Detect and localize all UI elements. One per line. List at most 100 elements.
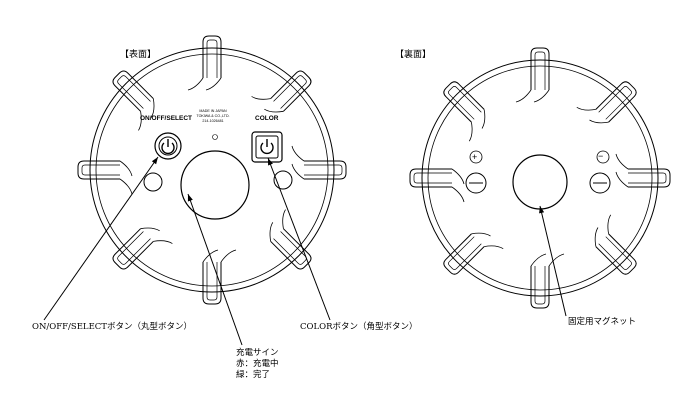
square-button-inner [255,135,279,159]
charge-led [143,172,163,192]
hook-inner [448,86,482,120]
round-button [154,132,182,160]
screw-head [465,172,487,194]
hook-inner [81,164,120,176]
inner-rim [95,53,329,287]
hook-clip [291,145,347,180]
hook-clip [202,249,237,305]
hook-clip [251,70,312,113]
hook-tongue [138,98,155,131]
hook-clip [77,160,133,195]
back-device [409,47,671,309]
hook-outline [270,228,312,270]
leader-lines [43,156,567,346]
hook-clip [443,81,486,142]
hook-clip [443,232,504,275]
power-icon [260,142,274,155]
charge-leader [187,193,243,346]
power-icon [161,142,175,155]
hook-outline [77,160,120,180]
maker-line: MADE IN JAPAN [199,109,227,113]
hook-outline [202,262,222,305]
hook-clip [112,70,155,131]
hook-tongue [471,232,504,250]
outer-rim [89,47,335,293]
hook-tongue [269,209,286,242]
charge-sign-green: 緑：完了 [236,370,271,380]
onoff-panel-label: ON/OFF/SELECT [140,115,192,122]
square-button [251,131,283,163]
hook-tongue [515,89,550,103]
recycle-mark [212,134,218,140]
hook-outline [304,160,347,180]
hook-tongue [251,96,284,113]
center-window [180,150,250,220]
hook-tongue [530,253,565,267]
led-window [273,170,293,190]
hook-outline [112,70,154,112]
color-panel-label: COLOR [255,115,279,122]
magnet [512,154,568,210]
hook-clip [576,81,637,124]
back-section-label: 【裏面】 [395,50,432,60]
hook-inner [206,39,218,78]
hook-inner [598,86,632,120]
hook-outline [595,81,637,123]
hook-inner [534,51,546,90]
maker-line: 214-1026481 [202,119,224,123]
plus-marker [469,150,483,164]
hook-clip [409,168,465,203]
plus-symbol: + [472,152,478,162]
hook-inner [534,266,546,305]
hook-outline [628,168,671,188]
hook-inner [273,75,307,109]
color-leader [267,157,331,321]
outer-rim [421,59,659,297]
hook-clip [187,35,222,91]
round-button-ring [158,136,178,156]
hook-outline [112,228,154,270]
hook-inner [304,164,343,176]
maker-label: MADE IN JAPAN TOKIWA & CO.,LTD. 214-1026… [193,109,233,124]
hook-outline [409,168,452,188]
hook-tongue [576,106,609,124]
hook-inner [206,262,218,301]
hook-tongue [202,249,237,263]
hook-inner [628,172,667,184]
front-section-label: 【表面】 [120,50,157,60]
magnet-leader [539,205,567,317]
color-button-callout: COLORボタン（角型ボタン） [300,322,418,332]
inner-rim [427,65,653,291]
hook-tongue [615,153,629,188]
hook-tongue [119,160,133,195]
charge-sign-red: 赤：充電中 [236,359,279,369]
hook-inner [117,75,151,109]
hook-outline [443,233,485,275]
onoff-leader [43,156,159,321]
hook-inner [598,236,632,270]
color-leader-arrow [268,158,273,166]
hook-tongue [468,109,486,142]
onoff-leader-arrow [151,157,158,165]
minus-symbol: − [598,151,604,161]
hook-clip [594,214,637,275]
hook-tongue [187,77,222,91]
hook-tongue [291,145,305,180]
onoff-button-callout: ON/OFF/SELECTボタン（丸型ボタン） [32,322,192,332]
hook-outline [202,35,222,78]
hook-clip [515,47,550,103]
charge-sign-title: 充電サイン [236,348,279,358]
hook-tongue [594,214,612,247]
hook-inner [448,236,482,270]
hook-tongue [140,227,173,244]
hook-outline [443,81,485,123]
charge-leader-arrow [187,194,193,202]
hook-inner [117,231,151,265]
minus-marker [596,150,610,164]
magnet-callout: 固定用マグネット [568,317,637,327]
hook-outline [530,266,550,309]
hook-inner [413,172,452,184]
front-device [77,35,347,305]
hook-clip [615,153,671,188]
